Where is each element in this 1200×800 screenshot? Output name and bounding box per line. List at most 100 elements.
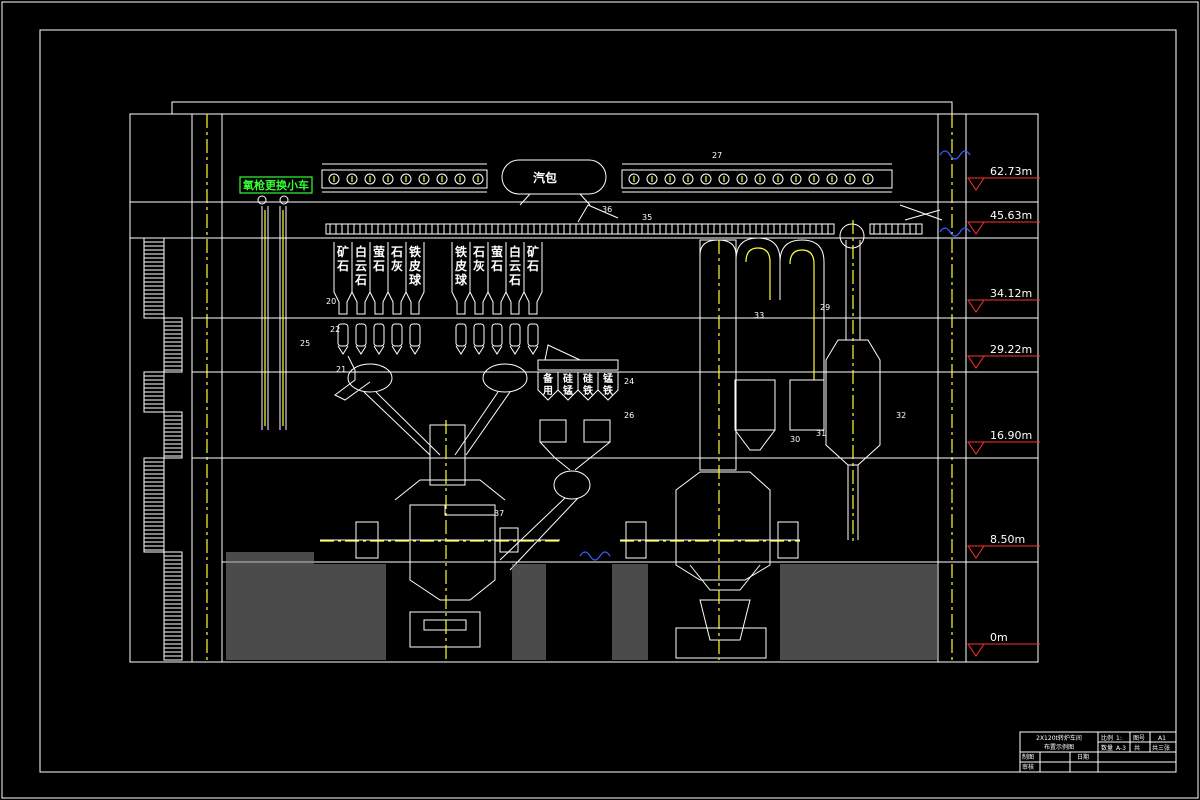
elevation-marker: 62.73m — [967, 165, 1040, 191]
bin-label-char: 矿 — [527, 244, 539, 259]
title-sheet-count: 共 — [1134, 744, 1140, 752]
elevation-marker: 34.12m — [967, 287, 1040, 313]
part-numbers: 20 21 22 24 25 26 27 29 30 31 32 33 35 3… — [300, 151, 906, 518]
material-bin: 铁皮球 — [405, 242, 425, 355]
bin-label-char: 石 — [526, 259, 539, 273]
part-number: 27 — [712, 151, 722, 160]
gas-cleaning-equipment — [734, 220, 881, 545]
alloy-bin-char: 锰 — [603, 372, 613, 385]
title-scale-value: 1: — [1116, 735, 1122, 742]
part-number: 30 — [790, 435, 800, 444]
part-number: 22 — [330, 325, 340, 334]
elevation-markers: 62.73m 45.63m 34.12m 29.22m 16.90m 8.50m 0m — [967, 165, 1040, 657]
bin-label-char: 球 — [455, 272, 468, 287]
part-number: 25 — [300, 339, 310, 348]
title-project: 2X120t转炉车间 — [1036, 734, 1082, 742]
material-bin: 矿石 — [333, 242, 353, 355]
material-bin: 白云石 — [505, 242, 525, 355]
bin-label-char: 铁 — [455, 244, 467, 259]
title-sheet-no: 共三张 — [1152, 744, 1170, 752]
bin-label-char: 石 — [472, 245, 485, 259]
elevation-marker: 29.22m — [967, 343, 1040, 369]
steam-drum-label: 汽包 — [533, 170, 557, 185]
bin-label-char: 石 — [354, 273, 367, 287]
material-bin: 铁皮球 — [451, 242, 471, 355]
alloy-bin: 硅锰 — [557, 372, 579, 401]
bin-label-char: 萤 — [491, 244, 503, 259]
bin-label-char: 灰 — [473, 258, 485, 273]
ground-hatching — [226, 552, 938, 660]
title-sheet-label: 图号 — [1133, 735, 1145, 742]
material-bin: 萤石 — [487, 242, 507, 355]
bin-label-char: 白 — [355, 244, 367, 259]
elevation-label: 29.22m — [990, 343, 1032, 356]
bin-label-char: 矿 — [337, 244, 349, 259]
alloy-bin-char: 硅 — [563, 372, 573, 385]
bin-label-char: 皮 — [408, 258, 421, 273]
title-scale-label: 比例 — [1101, 734, 1113, 742]
converter-left — [320, 420, 560, 660]
elevation-marker: 0m — [967, 631, 1040, 657]
feed-chutes — [334, 355, 591, 571]
bin-label-char: 铁 — [409, 244, 421, 259]
title-size: A1 — [1158, 735, 1166, 742]
title-drawn-label: 制图 — [1022, 753, 1034, 761]
part-number: 31 — [816, 429, 826, 438]
alloy-bin: 锰铁 — [597, 372, 619, 401]
top-conveyors — [321, 163, 893, 193]
title-count-value: A-3 — [1116, 745, 1126, 752]
part-number: 36 — [602, 205, 612, 214]
alloy-bin-char: 锰 — [563, 384, 573, 397]
elevation-label: 8.50m — [990, 533, 1025, 546]
material-bin: 石灰 — [469, 242, 489, 355]
title-block: 2X120t转炉车间 布置示例图 比例 1: 图号 A1 数量 A-3 共 共三… — [1019, 731, 1177, 773]
material-bin: 萤石 — [369, 242, 389, 355]
bin-label-char: 石 — [336, 259, 349, 273]
alloy-bin-char: 铁 — [603, 384, 613, 397]
material-bin: 石灰 — [387, 242, 407, 355]
part-number: 33 — [754, 311, 764, 320]
bin-label-char: 灰 — [391, 258, 403, 273]
material-bin: 矿石 — [523, 242, 543, 355]
bin-label-char: 萤 — [373, 244, 385, 259]
bin-label-char: 云 — [509, 259, 521, 273]
oxygen-lance-cart-label: 氧枪更换小车 — [242, 178, 309, 192]
elevation-marker: 45.63m — [967, 209, 1040, 235]
title-count-label: 数量 — [1101, 744, 1113, 752]
elevation-label: 34.12m — [990, 287, 1032, 300]
steam-drum: 汽包 — [501, 159, 607, 206]
title-date-label: 日期 — [1077, 753, 1089, 761]
alloy-bin-char: 硅 — [583, 372, 593, 385]
elevation-marker: 8.50m — [967, 533, 1040, 559]
belt-conveyor — [325, 204, 943, 235]
part-number: 32 — [896, 411, 906, 420]
left-stair-structure — [143, 237, 183, 661]
bin-label-char: 石 — [490, 259, 503, 273]
part-number: 21 — [336, 365, 346, 374]
converter-right — [620, 239, 800, 660]
part-number: 20 — [326, 297, 336, 306]
part-number: 24 — [624, 377, 634, 386]
title-checked-label: 审核 — [1022, 763, 1034, 771]
drawing-border — [39, 29, 1177, 773]
elevation-label: 45.63m — [990, 209, 1032, 222]
bin-label-char: 石 — [508, 273, 521, 287]
elevation-label: 0m — [990, 631, 1008, 644]
part-number: 26 — [624, 411, 634, 420]
oxygen-lance-cart: 氧枪更换小车 — [239, 176, 313, 430]
title-drawing: 布置示例图 — [1044, 743, 1074, 751]
elevation-label: 62.73m — [990, 165, 1032, 178]
part-number: 35 — [642, 213, 652, 222]
bin-label-char: 球 — [409, 272, 422, 287]
elevation-marker: 16.90m — [967, 429, 1040, 455]
break-symbols — [579, 150, 971, 561]
alloy-bin: 硅铁 — [577, 372, 599, 401]
material-bin: 白云石 — [351, 242, 371, 355]
bin-label-char: 皮 — [454, 258, 467, 273]
bin-label-char: 白 — [509, 244, 521, 259]
